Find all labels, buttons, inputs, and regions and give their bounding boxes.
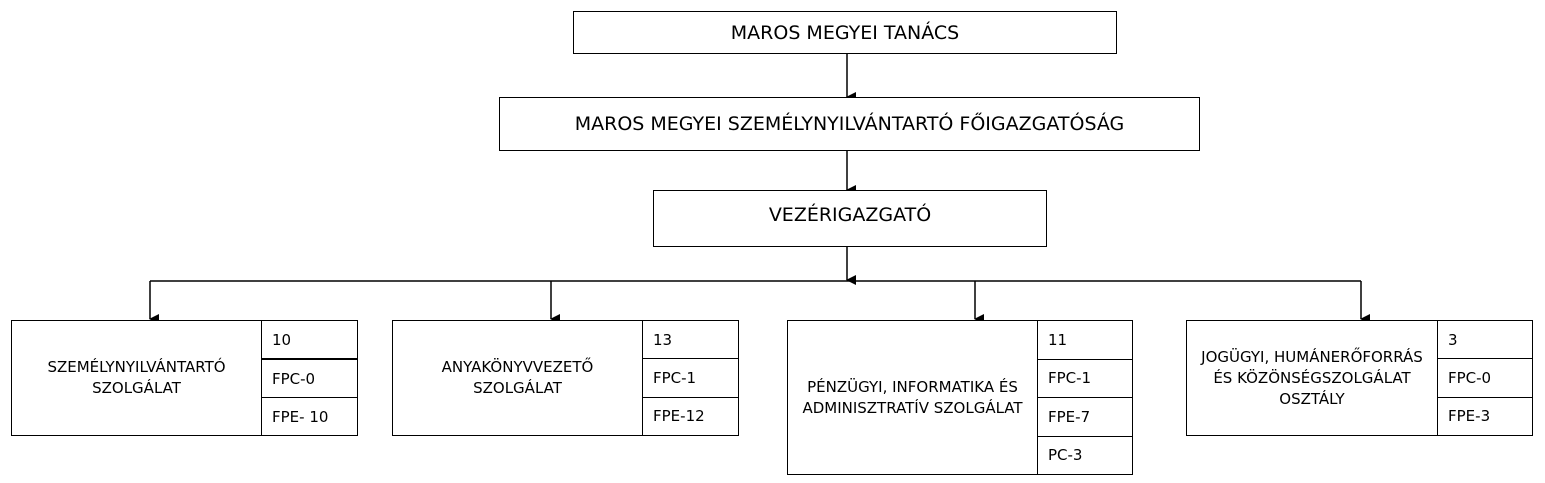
unit-1-total: 10 [262,321,357,359]
unit-2-fpc: FPC-1 [643,358,738,396]
unit-name-1: SZEMÉLYNYILVÁNTARTÓ SZOLGÁLAT [47,358,226,397]
unit-box-3: PÉNZÜGYI, INFORMATIKA ÉS ADMINISZTRATÍV … [787,320,1133,475]
unit-name-2: ANYAKÖNYVVEZETŐ SZOLGÁLAT [441,358,594,397]
unit-1-fpc: FPC-0 [262,359,357,397]
unit-2-fpe: FPE-12 [643,396,738,435]
unit-box-1: SZEMÉLYNYILVÁNTARTÓ SZOLGÁLAT 10 FPC-0 F… [11,320,358,436]
unit-1-fpe: FPE- 10 [262,397,357,435]
unit-box-4: JOGÜGYI, HUMÁNERŐFORRÁS ÉS KÖZÖNSÉGSZOLG… [1186,320,1533,436]
council-box: MAROS MEGYEI TANÁCS [573,11,1117,54]
unit-3-total: 11 [1048,330,1068,349]
directorate-box: MAROS MEGYEI SZEMÉLYNYILVÁNTARTÓ FŐIGAZG… [499,97,1200,151]
unit-3-fpc: FPC-1 [1038,358,1132,398]
unit-name-4: JOGÜGYI, HUMÁNERŐFORRÁS ÉS KÖZÖNSÉGSZOLG… [1201,347,1423,408]
unit-stats-2: 13 FPC-1 FPE-12 [642,321,738,435]
unit-box-2: ANYAKÖNYVVEZETŐ SZOLGÁLAT 13 FPC-1 FPE-1… [392,320,739,436]
director-label: VEZÉRIGAZGATÓ [768,204,932,226]
unit-stats-4: 3 FPC-0 FPE-3 [1437,321,1532,435]
unit-4-fpe: FPE-3 [1438,396,1532,435]
unit-2-total: 13 [653,330,673,349]
unit-4-total: 3 [1448,330,1458,349]
unit-4-fpc: FPC-0 [1438,358,1532,396]
unit-stats-3: 11 FPC-1 FPE-7 PC-3 [1037,321,1132,474]
unit-name-3: PÉNZÜGYI, INFORMATIKA ÉS ADMINISZTRATÍV … [802,377,1023,417]
unit-3-pc: PC-3 [1038,435,1132,475]
unit-3-fpe: FPE-7 [1038,397,1132,436]
unit-stats-1: 10 FPC-0 FPE- 10 [261,321,357,435]
directorate-label: MAROS MEGYEI SZEMÉLYNYILVÁNTARTÓ FŐIGAZG… [574,113,1125,135]
council-label: MAROS MEGYEI TANÁCS [730,21,960,44]
director-box: VEZÉRIGAZGATÓ [653,190,1047,247]
